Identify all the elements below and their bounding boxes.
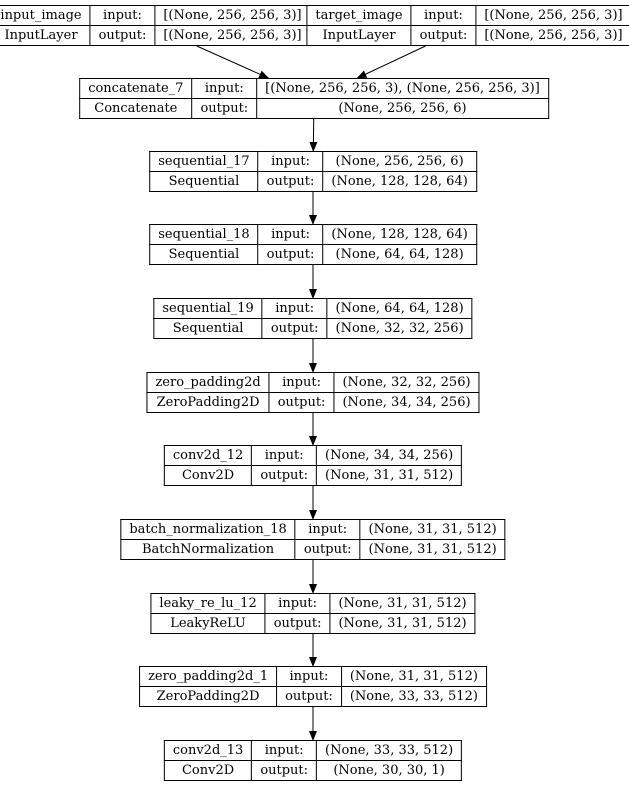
layer-name: leaky_re_lu_12	[150, 593, 266, 614]
input-shape: (None, 34, 34, 256)	[316, 445, 463, 466]
layer-type: Conv2D	[163, 465, 253, 486]
output-label: output:	[410, 25, 477, 46]
output-shape: (None, 34, 34, 256)	[333, 392, 480, 413]
output-label: output:	[89, 25, 156, 46]
input-label: input:	[251, 445, 318, 466]
layer-node-target_image: target_image input: [(None, 256, 256, 3)…	[306, 5, 629, 46]
layer-type: Sequential	[149, 171, 259, 192]
layer-name: conv2d_13	[163, 740, 253, 761]
layer-node-sequential_17: sequential_17 input: (None, 256, 256, 6)…	[149, 151, 477, 192]
output-shape: (None, 31, 31, 512)	[359, 539, 506, 560]
output-shape: (None, 31, 31, 512)	[329, 613, 476, 634]
layer-type: InputLayer	[306, 25, 412, 46]
output-shape: [(None, 256, 256, 3)]	[475, 25, 629, 46]
layer-name: conv2d_12	[163, 445, 253, 466]
layer-name: zero_padding2d_1	[139, 666, 278, 687]
output-label: output:	[257, 244, 324, 265]
output-label: output:	[191, 98, 258, 119]
input-label: input:	[251, 740, 318, 761]
output-label: output:	[257, 171, 324, 192]
layer-name: sequential_19	[153, 298, 263, 319]
layer-name: target_image	[306, 5, 412, 26]
layer-type: ZeroPadding2D	[146, 392, 270, 413]
output-label: output:	[294, 539, 361, 560]
input-shape: (None, 31, 31, 512)	[340, 666, 487, 687]
output-label: output:	[261, 318, 328, 339]
layer-node-concatenate_7: concatenate_7 input: [(None, 256, 256, 3…	[79, 78, 549, 119]
layer-type: Sequential	[149, 244, 259, 265]
input-shape: (None, 33, 33, 512)	[316, 740, 463, 761]
output-shape: (None, 128, 128, 64)	[322, 171, 477, 192]
edge-arrow	[196, 45, 270, 79]
input-shape: [(None, 256, 256, 3), (None, 256, 256, 3…	[256, 78, 549, 99]
layer-node-sequential_18: sequential_18 input: (None, 128, 128, 64…	[149, 224, 477, 265]
layer-name: zero_padding2d	[146, 372, 270, 393]
input-label: input:	[257, 151, 324, 172]
layer-node-conv2d_13: conv2d_13 input: (None, 33, 33, 512) Con…	[163, 740, 463, 781]
layer-type: LeakyReLU	[150, 613, 266, 634]
input-label: input:	[268, 372, 335, 393]
layer-type: Sequential	[153, 318, 263, 339]
input-label: input:	[410, 5, 477, 26]
output-label: output:	[268, 392, 335, 413]
output-shape: (None, 30, 30, 1)	[316, 760, 463, 781]
layer-node-input_image: input_image input: [(None, 256, 256, 3)]…	[0, 5, 311, 46]
output-label: output:	[276, 686, 342, 707]
edge-arrow	[356, 45, 426, 79]
layer-type: BatchNormalization	[120, 539, 296, 560]
layer-node-conv2d_12: conv2d_12 input: (None, 34, 34, 256) Con…	[163, 445, 463, 486]
layer-node-zero_padding2d: zero_padding2d input: (None, 32, 32, 256…	[146, 372, 480, 413]
layer-name: input_image	[0, 5, 91, 26]
output-shape: (None, 256, 256, 6)	[256, 98, 549, 119]
input-label: input:	[261, 298, 328, 319]
input-label: input:	[191, 78, 258, 99]
input-label: input:	[276, 666, 342, 687]
input-shape: (None, 128, 128, 64)	[322, 224, 477, 245]
layer-type: ZeroPadding2D	[139, 686, 278, 707]
input-label: input:	[264, 593, 331, 614]
input-shape: (None, 256, 256, 6)	[322, 151, 477, 172]
output-shape: [(None, 256, 256, 3)]	[154, 25, 311, 46]
output-shape: (None, 33, 33, 512)	[340, 686, 487, 707]
input-shape: (None, 31, 31, 512)	[359, 519, 506, 540]
input-shape: [(None, 256, 256, 3)]	[154, 5, 311, 26]
layer-node-zero_padding2d_1: zero_padding2d_1 input: (None, 31, 31, 5…	[139, 666, 487, 707]
layer-name: sequential_18	[149, 224, 259, 245]
output-shape: (None, 64, 64, 128)	[322, 244, 477, 265]
layer-node-batch_normalization_18: batch_normalization_18 input: (None, 31,…	[120, 519, 506, 560]
layer-type: Concatenate	[79, 98, 193, 119]
input-shape: (None, 32, 32, 256)	[333, 372, 480, 393]
input-label: input:	[294, 519, 361, 540]
input-shape: (None, 31, 31, 512)	[329, 593, 476, 614]
output-label: output:	[251, 465, 318, 486]
input-label: input:	[89, 5, 156, 26]
layer-name: sequential_17	[149, 151, 259, 172]
output-label: output:	[264, 613, 331, 634]
layer-name: concatenate_7	[79, 78, 193, 99]
layer-node-leaky_re_lu_12: leaky_re_lu_12 input: (None, 31, 31, 512…	[150, 593, 476, 634]
layer-node-sequential_19: sequential_19 input: (None, 64, 64, 128)…	[153, 298, 473, 339]
output-shape: (None, 32, 32, 256)	[326, 318, 473, 339]
layer-type: InputLayer	[0, 25, 91, 46]
output-shape: (None, 31, 31, 512)	[316, 465, 463, 486]
layer-type: Conv2D	[163, 760, 253, 781]
input-label: input:	[257, 224, 324, 245]
layer-name: batch_normalization_18	[120, 519, 296, 540]
output-label: output:	[251, 760, 318, 781]
input-shape: [(None, 256, 256, 3)]	[475, 5, 629, 26]
input-shape: (None, 64, 64, 128)	[326, 298, 473, 319]
